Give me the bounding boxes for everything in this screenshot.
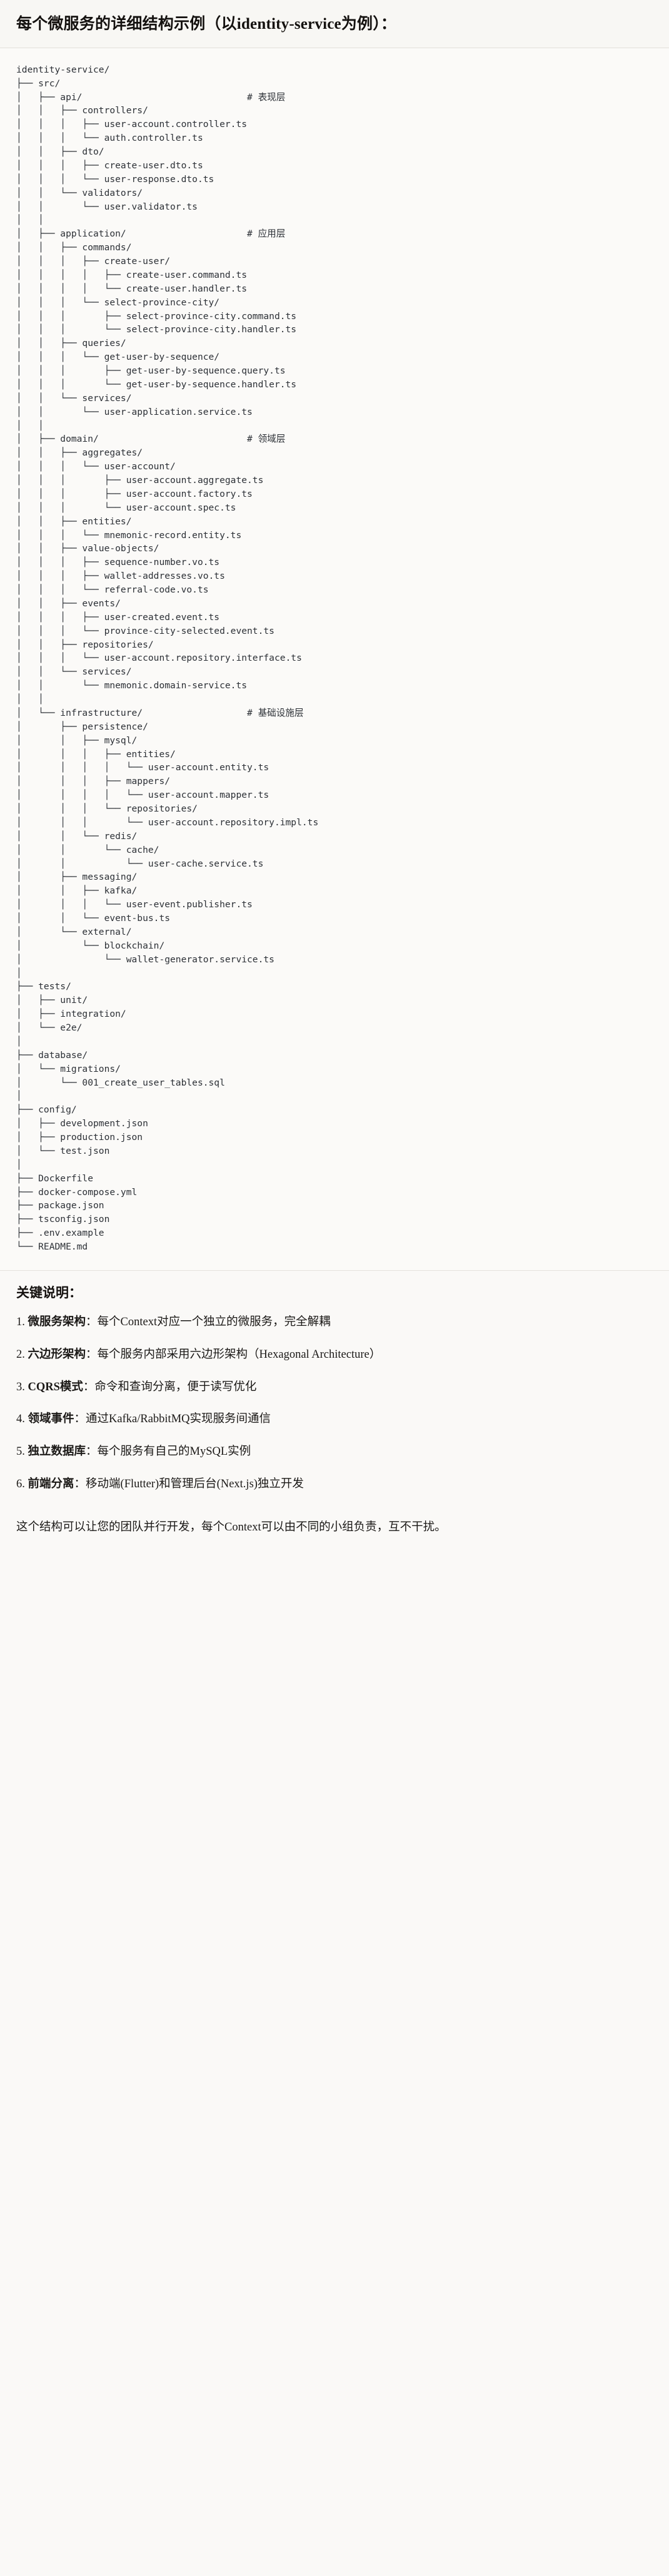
directory-tree-block: identity-service/ ├── src/ │ ├── api/ # …	[0, 48, 669, 1271]
key-point-index: 3.	[16, 1380, 25, 1393]
key-point-item: 6. 前端分离：移动端(Flutter)和管理后台(Next.js)独立开发	[16, 1476, 653, 1494]
key-point-separator: ：	[86, 1445, 98, 1459]
key-point-term: 微服务架构	[28, 1316, 86, 1329]
key-point-separator: ：	[74, 1413, 86, 1426]
key-point-index: 2.	[16, 1348, 25, 1361]
key-point-term: 前端分离	[28, 1477, 74, 1490]
key-point-separator: ：	[86, 1348, 98, 1361]
key-point-separator: ：	[86, 1316, 98, 1329]
key-point-description: 移动端(Flutter)和管理后台(Next.js)独立开发	[86, 1477, 304, 1490]
key-point-description: 通过Kafka/RabbitMQ实现服务间通信	[86, 1413, 271, 1426]
key-point-description: 命令和查询分离，便于读写优化	[94, 1380, 257, 1393]
key-point-term: 独立数据库	[28, 1445, 86, 1459]
key-point-item: 5. 独立数据库：每个服务有自己的MySQL实例	[16, 1443, 653, 1461]
key-point-description: 每个Context对应一个独立的微服务，完全解耦	[97, 1316, 331, 1329]
key-point-index: 1.	[16, 1316, 25, 1329]
document-header: 每个微服务的详细结构示例（以identity-service为例）：	[0, 0, 669, 48]
key-points-heading: 关键说明：	[16, 1285, 82, 1300]
key-point-index: 4.	[16, 1413, 25, 1426]
key-point-separator: ：	[74, 1477, 86, 1490]
document-page: 每个微服务的详细结构示例（以identity-service为例）： ident…	[0, 0, 669, 1554]
key-point-item: 2. 六边形架构：每个服务内部采用六边形架构（Hexagonal Archite…	[16, 1347, 653, 1364]
key-point-index: 6.	[16, 1477, 25, 1490]
closing-paragraph: 这个结构可以让您的团队并行开发，每个Context可以由不同的小组负责，互不干扰…	[0, 1514, 669, 1554]
page-title: 每个微服务的详细结构示例（以identity-service为例）：	[16, 16, 397, 33]
key-point-term: 六边形架构	[28, 1348, 86, 1361]
key-point-index: 5.	[16, 1445, 25, 1459]
key-point-description: 每个服务内部采用六边形架构（Hexagonal Architecture）	[97, 1348, 381, 1361]
key-point-item: 4. 领域事件：通过Kafka/RabbitMQ实现服务间通信	[16, 1411, 653, 1428]
key-point-description: 每个服务有自己的MySQL实例	[97, 1445, 251, 1459]
key-point-item: 3. CQRS模式：命令和查询分离，便于读写优化	[16, 1379, 653, 1397]
key-point-term: 领域事件	[28, 1413, 74, 1426]
directory-tree: identity-service/ ├── src/ │ ├── api/ # …	[16, 64, 319, 1252]
key-point-item: 1. 微服务架构：每个Context对应一个独立的微服务，完全解耦	[16, 1314, 653, 1331]
key-point-separator: ：	[83, 1380, 95, 1393]
key-point-term: CQRS模式	[28, 1380, 83, 1393]
